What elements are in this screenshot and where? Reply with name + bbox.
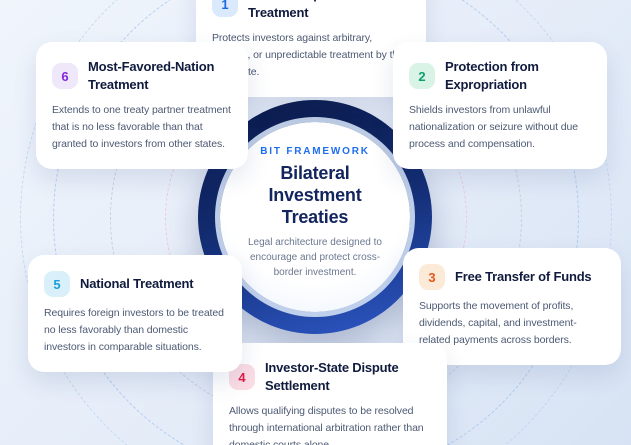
card-body: Protects investors against arbitrary, ab… (212, 32, 404, 78)
card-protection-from-expropriation: 2 Protection from Expropriation Shields … (393, 42, 607, 169)
card-number-badge: 5 (44, 271, 70, 297)
card-body: Requires foreign investors to be treated… (44, 307, 224, 353)
card-header: 6 Most-Favored-Nation Treatment (52, 58, 232, 94)
card-number-badge: 6 (52, 63, 78, 89)
dashed-arc-outermost (20, 0, 612, 445)
center-description: Legal architecture designed to encourage… (248, 237, 382, 278)
card-body: Allows qualifying disputes to be resolve… (229, 405, 424, 445)
card-body: Extends to one treaty partner treatment … (52, 104, 231, 150)
card-title: Free Transfer of Funds (455, 269, 592, 284)
center-title: Bilateral Investment Treaties (268, 163, 362, 227)
card-number-badge: 1 (212, 0, 238, 17)
card-number-badge: 4 (229, 364, 255, 390)
card-most-favored-nation-treatment: 6 Most-Favored-Nation Treatment Extends … (36, 42, 248, 169)
card-title: Fair and Equitable Treatment (248, 0, 357, 20)
card-header: 4 Investor-State Dispute Settlement (229, 359, 431, 395)
card-number-badge: 3 (419, 264, 445, 290)
card-header: 5 National Treatment (44, 271, 226, 297)
card-header: 2 Protection from Expropriation (409, 58, 591, 94)
card-title: Most-Favored-Nation Treatment (88, 59, 215, 92)
card-number-badge: 2 (409, 63, 435, 89)
card-title: Investor-State Dispute Settlement (265, 360, 399, 393)
card-header: 1 Fair and Equitable Treatment (212, 0, 410, 22)
card-body: Shields investors from unlawful national… (409, 104, 578, 150)
card-header: 3 Free Transfer of Funds (419, 264, 605, 290)
center-eyebrow: BIT FRAMEWORK (260, 146, 370, 157)
card-title: Protection from Expropriation (445, 59, 539, 92)
center-circle: BIT FRAMEWORK Bilateral Investment Treat… (220, 122, 410, 312)
card-investor-state-dispute-settlement: 4 Investor-State Dispute Settlement Allo… (213, 343, 447, 445)
card-free-transfer-of-funds: 3 Free Transfer of Funds Supports the mo… (403, 248, 621, 365)
card-body: Supports the movement of profits, divide… (419, 300, 577, 346)
card-national-treatment: 5 National Treatment Requires foreign in… (28, 255, 242, 372)
card-title: National Treatment (80, 276, 194, 291)
